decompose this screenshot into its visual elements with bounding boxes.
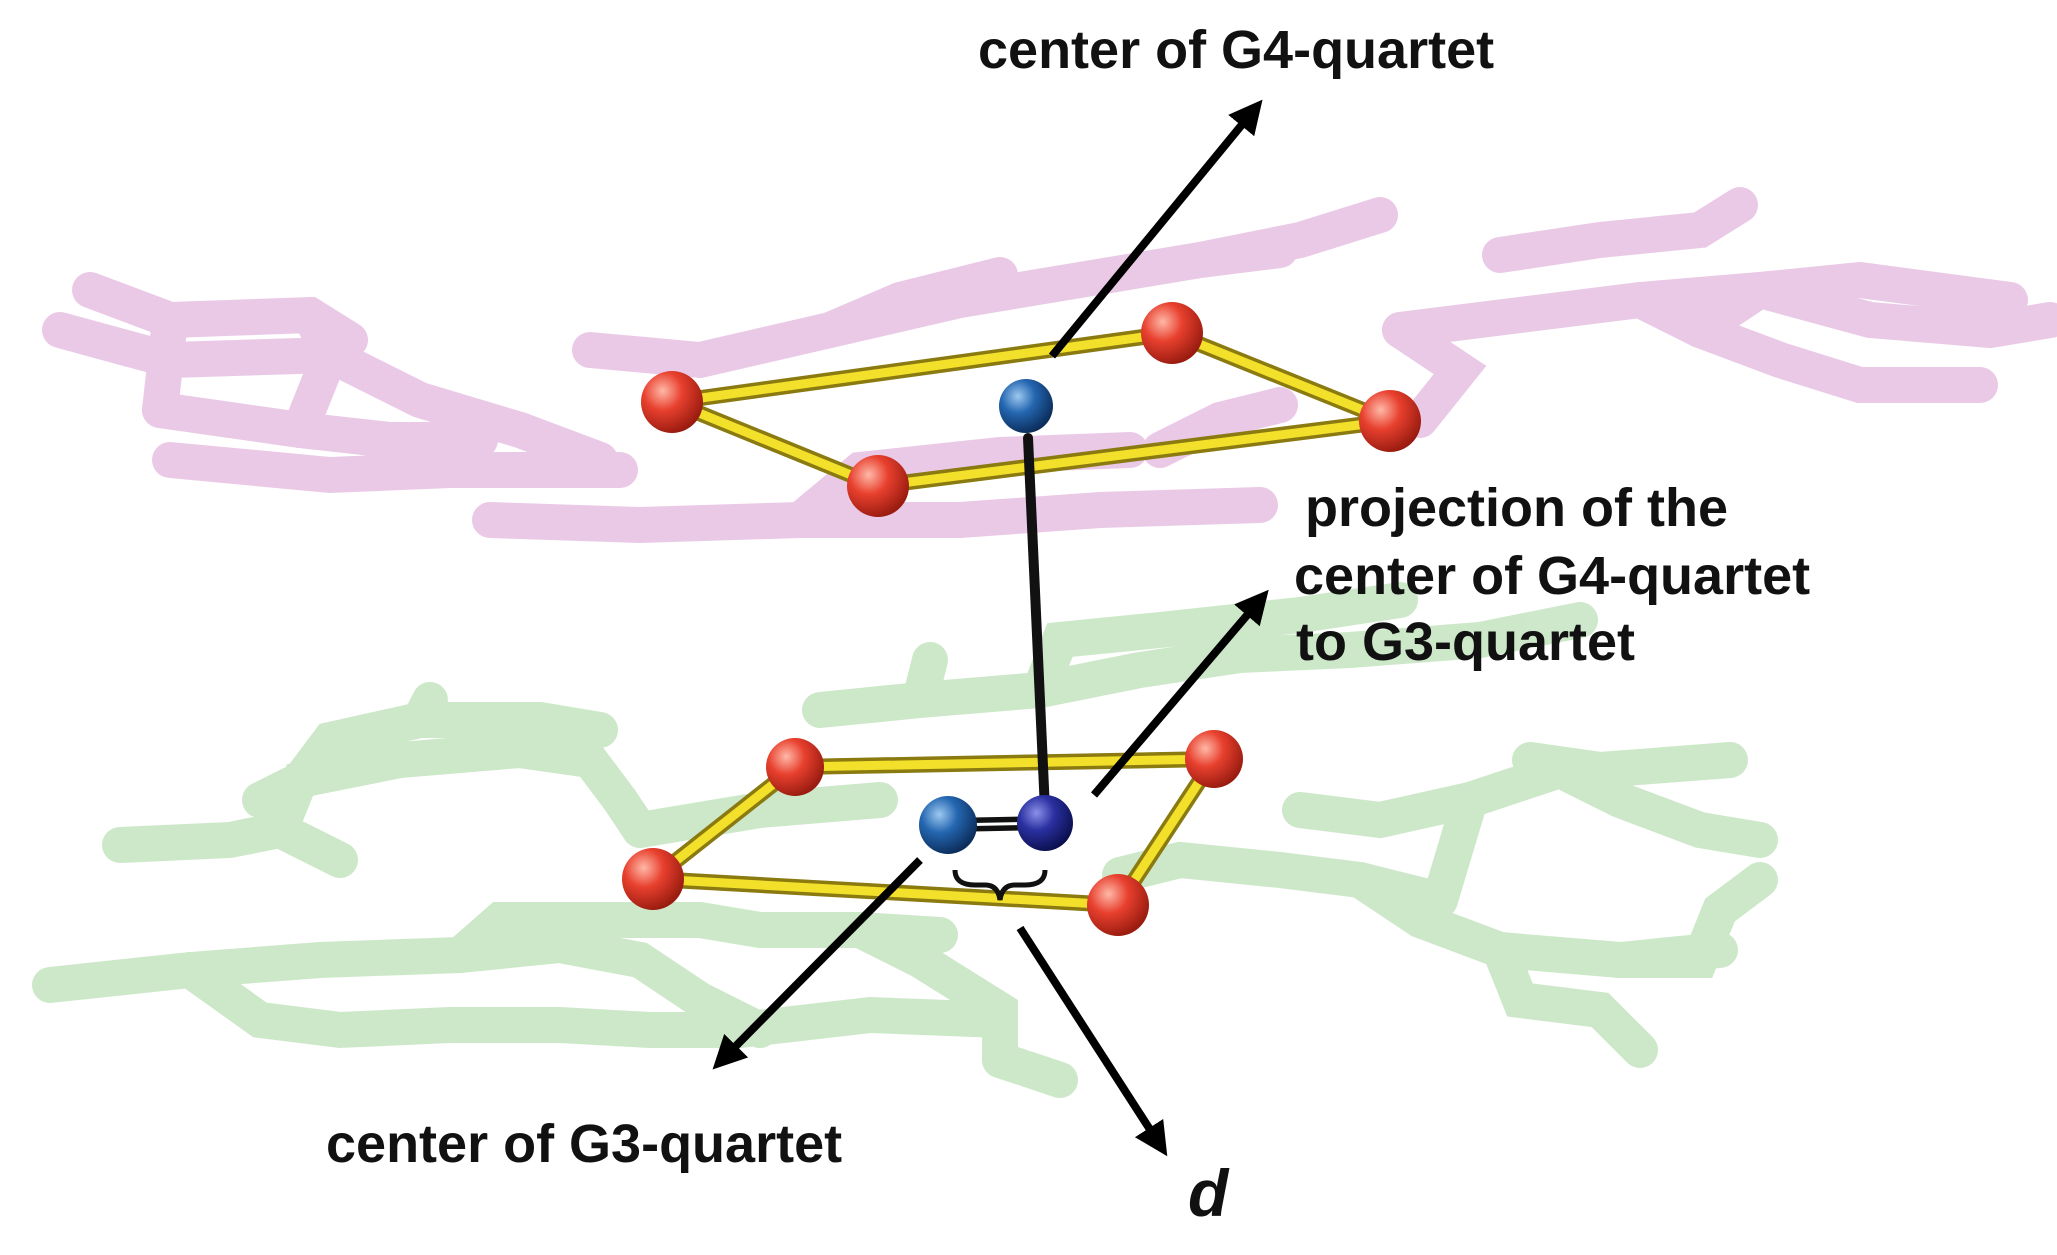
g3-oxygen-atoms: [622, 730, 1243, 936]
oxygen-atom: [622, 848, 684, 910]
label-g3-center: center of G3-quartet: [326, 1114, 842, 1174]
oxygen-atom: [766, 738, 824, 796]
oxygen-atom: [641, 371, 703, 433]
oxygen-atom: [1359, 390, 1421, 452]
oxygen-atom: [1141, 302, 1203, 364]
label-g4-center: center of G4-quartet: [978, 20, 1494, 80]
label-projection-line2: center of G4-quartet: [1294, 546, 1810, 606]
g4-oxygen-links: [664, 325, 1398, 494]
label-projection-line3: to G3-quartet: [1296, 612, 1635, 672]
arrow-projection: [1090, 589, 1269, 798]
arrow-g3-center: [712, 857, 923, 1070]
projection-point: [1017, 795, 1073, 851]
oxygen-atom: [1087, 874, 1149, 936]
oxygen-atom: [847, 455, 909, 517]
g4-center-point: [999, 379, 1053, 433]
annotation-arrows: [712, 99, 1269, 1157]
d-brace: [952, 869, 1048, 901]
g4-quartet-sticks: [42, 187, 2057, 544]
label-projection-line1: projection of the: [1305, 478, 1728, 538]
g4-oxygen-atoms: [641, 302, 1421, 517]
arrow-g4-center: [1048, 99, 1263, 359]
axis-line: [1023, 433, 1050, 815]
label-d: d: [1188, 1156, 1230, 1230]
g3-quartet-sticks: [32, 582, 1778, 1098]
g3-center-point: [919, 796, 977, 854]
oxygen-atom: [1185, 730, 1243, 788]
arrow-d: [1016, 925, 1168, 1157]
